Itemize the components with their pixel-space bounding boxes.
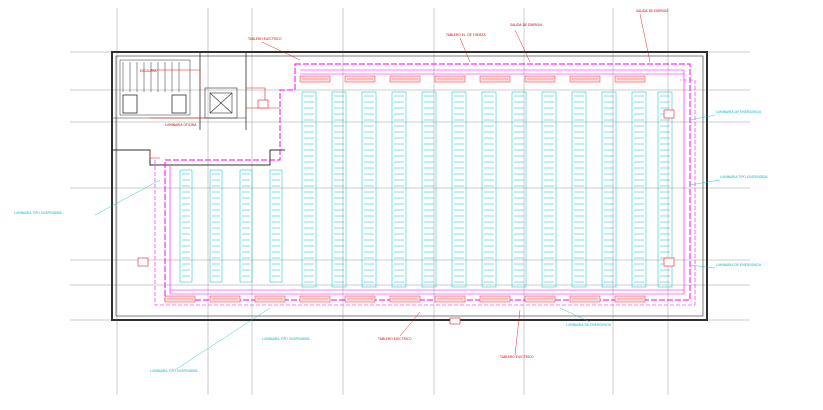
edge-markers xyxy=(137,99,675,325)
rack-row xyxy=(239,169,253,283)
electrical-panel-icon xyxy=(164,295,646,303)
lighting-circuit xyxy=(154,63,696,306)
annotation-top-2: TABLERO EL. DE FUERZA xyxy=(445,33,486,37)
annotation-bottom-red-2: TABLERO ELECTRICO xyxy=(499,355,534,359)
annotation-bottom-3: LUMINARIA DE EMERGENCIA xyxy=(566,323,612,327)
rack-row xyxy=(631,91,647,288)
annotations: TABLERO ELECTRICO TABLERO EL. DE FUERZA … xyxy=(14,9,768,373)
stair-icon xyxy=(119,59,191,116)
annotation-bottom-red-1: TABLERO ELECTRICO xyxy=(377,337,412,341)
rack-row xyxy=(361,91,377,288)
annotation-left: LUMINARIA TIPO SUSPENDIDA xyxy=(14,211,62,215)
annotation-right-3: LUMINARIA DE EMERGENCIA xyxy=(716,263,762,267)
rack-row xyxy=(391,91,407,288)
elevator-icon xyxy=(204,87,238,119)
rack-row xyxy=(451,91,467,288)
rack-row xyxy=(331,91,347,288)
rack-row xyxy=(301,91,317,288)
rack-row xyxy=(571,91,587,288)
rack-row xyxy=(269,169,283,283)
annotation-top-1: TABLERO ELECTRICO xyxy=(247,37,282,41)
annotation-lobby: LUMINARIA OFICINA xyxy=(165,123,197,127)
rack-row xyxy=(541,91,557,288)
electrical-panel-icon xyxy=(299,75,646,83)
core-circuit xyxy=(149,69,280,159)
annotation-right-2: LUMINARIA TIPO SUSPENDIDA xyxy=(720,175,768,179)
annotation-stair: ESCALERA xyxy=(140,69,157,73)
building-walls xyxy=(111,51,708,321)
rack-row xyxy=(601,91,617,288)
annotation-top-3: SALIDA DE ENERGIA xyxy=(510,23,543,27)
rack-row xyxy=(179,169,193,283)
annotation-bottom-2: LUMINARIA TIPO SUSPENDIDA xyxy=(262,337,310,341)
rack-row xyxy=(421,91,437,288)
storage-rack-rows xyxy=(179,91,673,288)
annotation-right-1: LUMINARIA DE EMERGENCIA xyxy=(716,110,762,114)
annotation-top-4: SALIDA DE ENERGIA xyxy=(636,9,669,13)
rack-row xyxy=(511,91,527,288)
rack-row xyxy=(481,91,497,288)
rack-row xyxy=(657,91,673,288)
rack-row xyxy=(209,169,223,283)
annotation-bottom-1: LUMINARIA TIPO SUSPENDIDA xyxy=(150,369,198,373)
annotation-leaders xyxy=(94,13,721,371)
structural-grid xyxy=(70,8,750,395)
